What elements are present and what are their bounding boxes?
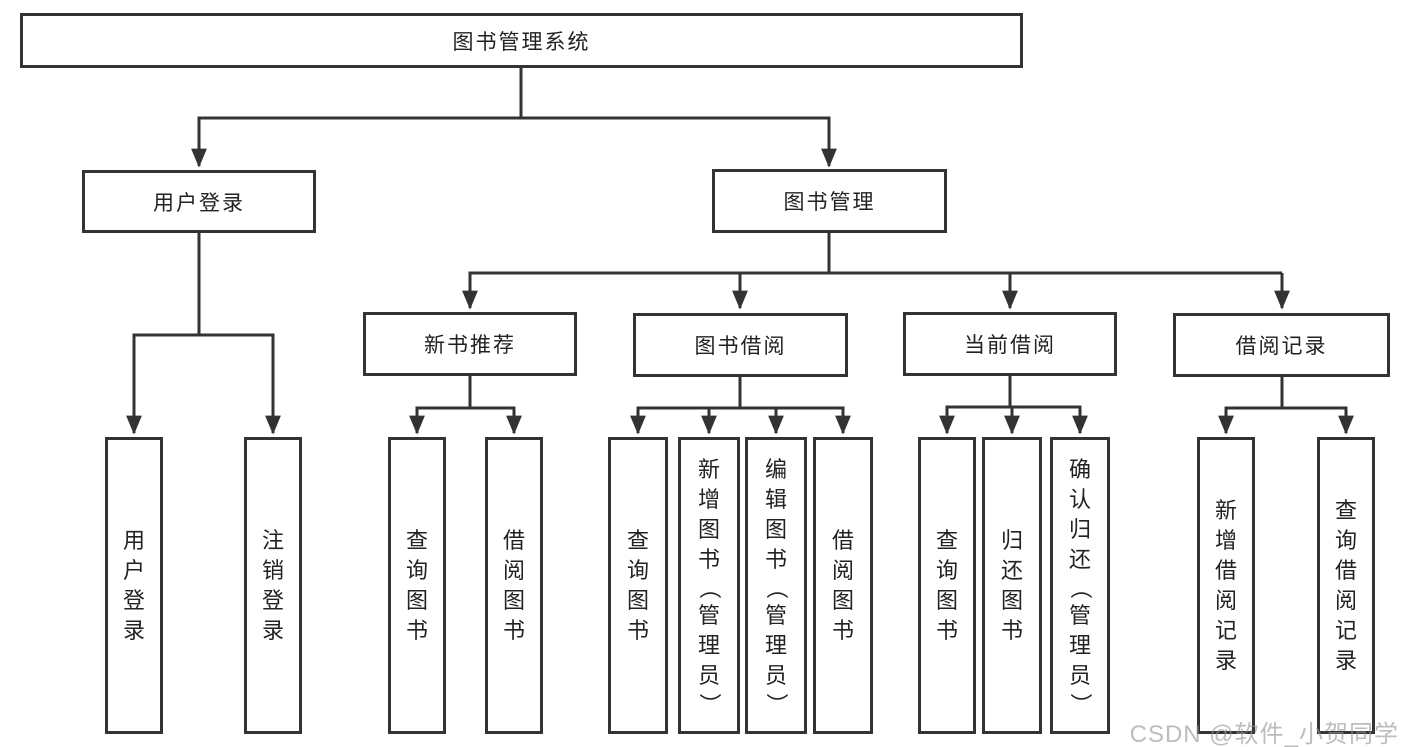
node-book-borrow: 图书借阅 bbox=[633, 313, 848, 377]
node-leaf-borrow-books: 借阅图书 bbox=[813, 437, 873, 734]
node-leaf-query-books-borrow: 查询图书 bbox=[608, 437, 668, 734]
node-leaf-borrow-books-recommend: 借阅图书 bbox=[485, 437, 543, 734]
node-new-book-recommend: 新书推荐 bbox=[363, 312, 577, 376]
node-borrow-records: 借阅记录 bbox=[1173, 313, 1390, 377]
node-current-borrow: 当前借阅 bbox=[903, 312, 1117, 376]
node-leaf-add-books-admin: 新增图书（管理员） bbox=[678, 437, 740, 734]
node-leaf-logout: 注销登录 bbox=[244, 437, 302, 734]
node-leaf-confirm-return-admin: 确认归还（管理员） bbox=[1050, 437, 1110, 734]
node-leaf-user-login: 用户登录 bbox=[105, 437, 163, 734]
node-leaf-add-borrow-record: 新增借阅记录 bbox=[1197, 437, 1255, 734]
node-library-system-root: 图书管理系统 bbox=[20, 13, 1023, 68]
node-leaf-query-borrow-record: 查询借阅记录 bbox=[1317, 437, 1375, 734]
node-user-login: 用户登录 bbox=[82, 170, 316, 233]
node-leaf-query-books-recommend: 查询图书 bbox=[388, 437, 446, 734]
node-book-management: 图书管理 bbox=[712, 169, 947, 233]
node-leaf-return-books: 归还图书 bbox=[982, 437, 1042, 734]
watermark: CSDN @软件_小贺同学 bbox=[1129, 721, 1399, 747]
node-leaf-query-books-current: 查询图书 bbox=[918, 437, 976, 734]
node-leaf-edit-books-admin: 编辑图书（管理员） bbox=[745, 437, 807, 734]
